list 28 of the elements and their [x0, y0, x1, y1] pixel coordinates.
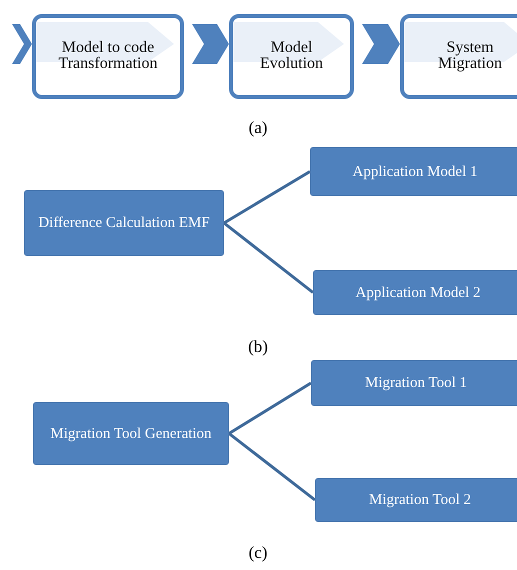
- connector-line: [223, 170, 311, 224]
- connector-line: [228, 382, 312, 435]
- panel-caption: (c): [248, 543, 268, 563]
- step-label: System Migration: [437, 40, 503, 72]
- connector-line: [228, 432, 316, 502]
- step-label: Difference Calculation EMF: [38, 215, 210, 231]
- process-box: [33, 402, 229, 465]
- step-card: [229, 14, 354, 99]
- step-label: Application Model 2: [356, 284, 480, 300]
- step-label: Model Evolution: [258, 40, 324, 72]
- chevron-arrow: [12, 24, 32, 64]
- step-label: Migration Tool Generation: [50, 426, 212, 442]
- chevron-arrow: [362, 24, 400, 64]
- chevron-arrow: [192, 24, 229, 64]
- process-box: [315, 478, 517, 522]
- process-box: [310, 147, 517, 196]
- process-box: [24, 190, 224, 256]
- panel-caption: (a): [248, 118, 268, 138]
- process-box: [313, 270, 517, 315]
- connector-line: [223, 222, 314, 294]
- step-card: [400, 14, 517, 99]
- process-box: [311, 360, 517, 406]
- step-label: Model to code Transformation: [58, 40, 158, 72]
- panel-caption: (b): [248, 337, 268, 357]
- step-label: Application Model 1: [352, 164, 478, 180]
- step-card: [32, 14, 184, 99]
- step-label: Migration Tool 2: [368, 492, 471, 508]
- step-label: Migration Tool 1: [364, 375, 467, 391]
